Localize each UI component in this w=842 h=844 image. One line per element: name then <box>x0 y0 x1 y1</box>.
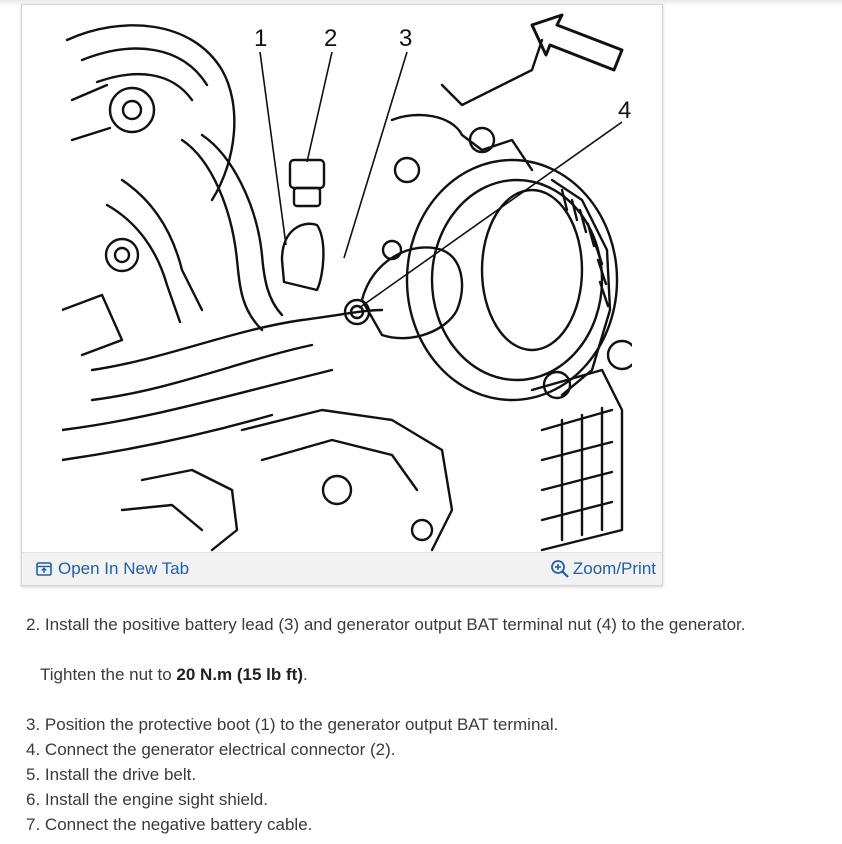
step-6-text: Install the engine sight shield. <box>44 790 268 809</box>
step-6-number: 6. <box>26 790 41 809</box>
step-5: 5. Install the drive belt. <box>26 762 196 787</box>
step-4: 4. Connect the generator electrical conn… <box>26 737 396 762</box>
torque-value: 20 N.m (15 lb ft) <box>176 665 304 684</box>
step-2-text: Install the positive battery lead (3) an… <box>44 615 746 634</box>
step-2: 2. Install the positive battery lead (3)… <box>26 612 745 637</box>
step-3-number: 3. <box>26 715 41 734</box>
magnifier-plus-icon <box>550 560 569 578</box>
open-in-new-tab-link[interactable]: Open In New Tab <box>36 559 189 579</box>
step-5-number: 5. <box>26 765 41 784</box>
zoom-print-link[interactable]: Zoom/Print <box>550 559 656 579</box>
torque-suffix: . <box>303 665 308 684</box>
top-divider <box>0 0 842 6</box>
step-2-number: 2. <box>26 615 41 634</box>
step-4-text: Connect the generator electrical connect… <box>44 740 396 759</box>
zoom-print-label: Zoom/Print <box>572 559 656 578</box>
torque-prefix: Tighten the nut to <box>40 665 172 684</box>
open-in-new-tab-label: Open In New Tab <box>58 559 190 578</box>
step-3-text: Position the protective boot (1) to the … <box>44 715 559 734</box>
figure-caption-bar: Open In New Tab Zoom/Print <box>22 552 662 585</box>
generator-illustration: 1 2 3 4 <box>62 13 632 552</box>
figure-card: 1 2 3 4 Open In New Tab Zoom/Print <box>21 4 663 586</box>
step-5-text: Install the drive belt. <box>44 765 197 784</box>
step-7: 7. Connect the negative battery cable. <box>26 812 312 837</box>
callout-4: 4 <box>618 97 631 124</box>
callout-2: 2 <box>324 25 337 52</box>
callout-1: 1 <box>254 25 267 52</box>
open-in-new-tab-icon <box>36 562 52 576</box>
step-4-number: 4. <box>26 740 41 759</box>
step-7-text: Connect the negative battery cable. <box>44 815 313 834</box>
step-7-number: 7. <box>26 815 41 834</box>
torque-instruction: Tighten the nut to 20 N.m (15 lb ft). <box>40 662 308 687</box>
callout-3: 3 <box>399 25 412 52</box>
step-6: 6. Install the engine sight shield. <box>26 787 268 812</box>
step-3: 3. Position the protective boot (1) to t… <box>26 712 558 737</box>
